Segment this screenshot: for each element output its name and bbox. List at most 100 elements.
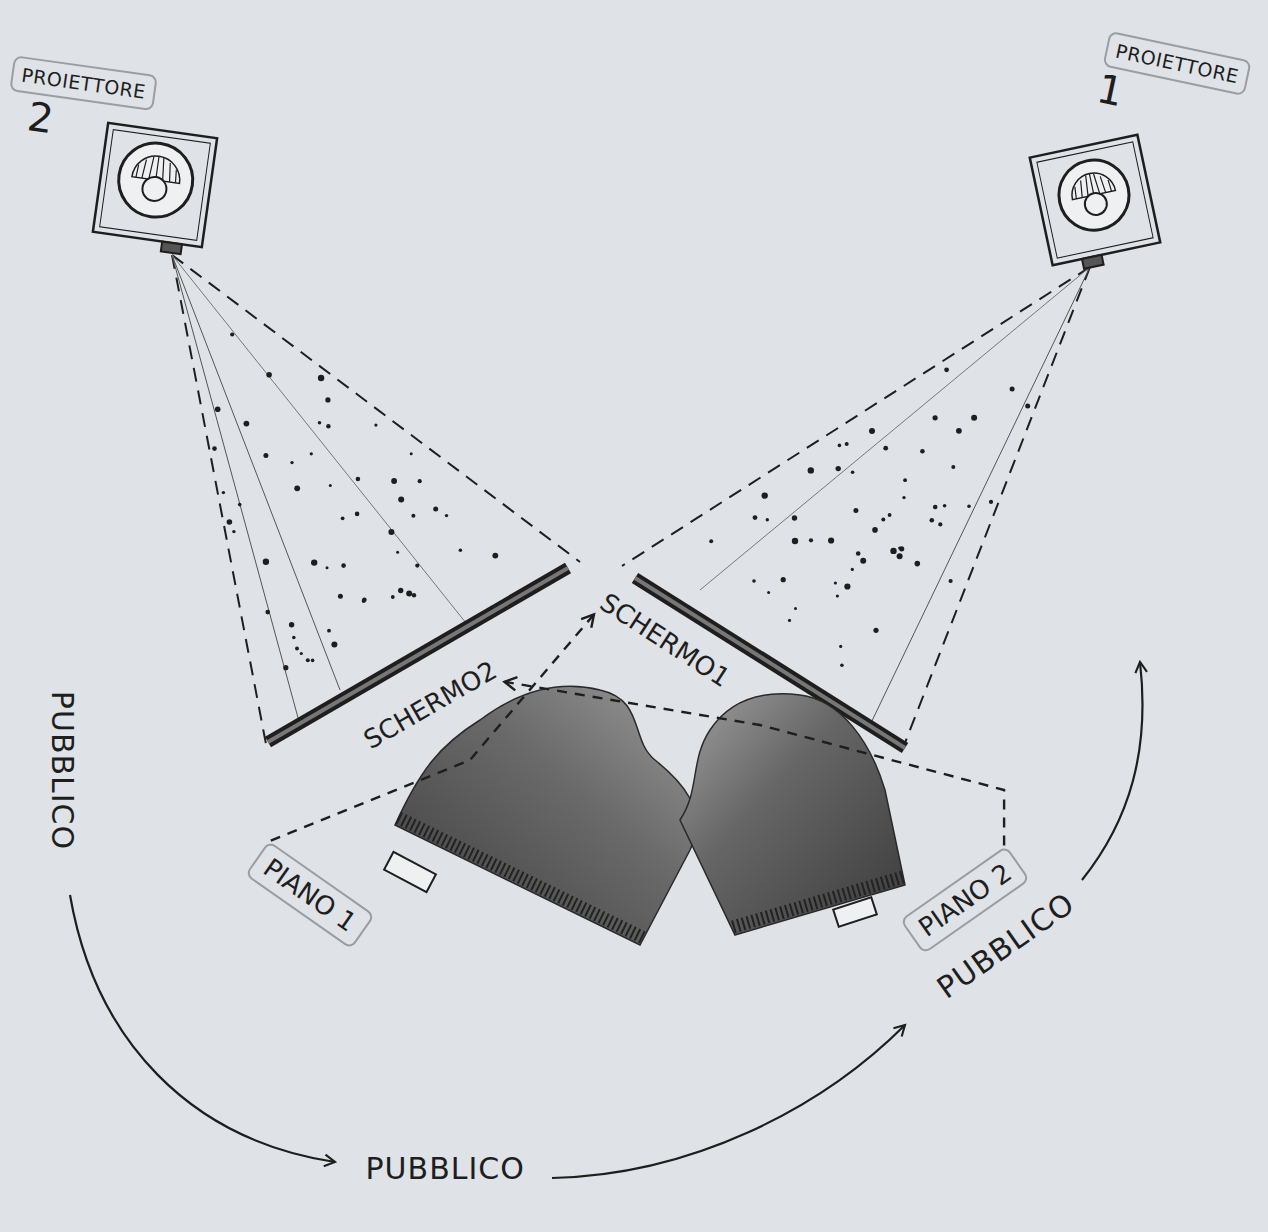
- beam-dot: [329, 484, 332, 487]
- beam-dot: [362, 597, 367, 602]
- beam-dot: [915, 561, 921, 567]
- beam-dot: [294, 485, 300, 491]
- beam-dot: [263, 559, 269, 565]
- beam-dot: [331, 642, 337, 648]
- beam-dot: [897, 553, 903, 559]
- beam-dot: [762, 492, 768, 498]
- piano-symbol: [680, 694, 905, 935]
- beam-dot: [809, 538, 813, 542]
- beam-dot: [792, 538, 798, 544]
- beam-dot: [949, 579, 953, 583]
- beam-dot: [767, 591, 770, 594]
- beam-line: [172, 255, 470, 628]
- beam-dot: [318, 421, 322, 425]
- audience-label: PUBBLICO: [366, 1151, 525, 1186]
- beam-dot: [860, 558, 866, 564]
- beam-dot: [853, 508, 858, 513]
- beam-dot: [311, 659, 315, 663]
- audience-arrow: [1082, 662, 1143, 880]
- beam-dot: [933, 505, 938, 510]
- beam-dot: [869, 428, 875, 434]
- beam-dot: [1025, 404, 1030, 409]
- beam-dot: [263, 453, 268, 458]
- beam-dot: [888, 513, 892, 517]
- beam-dot: [839, 645, 842, 648]
- beam-dot: [851, 470, 855, 474]
- signal-path: [505, 682, 1005, 846]
- beam-dot: [828, 537, 834, 543]
- beam-edge: [172, 255, 580, 562]
- beam-dot: [341, 563, 346, 568]
- beam-dot: [752, 579, 756, 583]
- projector-symbol: [1030, 135, 1163, 275]
- beam-dot: [872, 527, 878, 533]
- beam-dot: [396, 551, 399, 554]
- beam-dot: [794, 607, 797, 610]
- beam-line: [172, 255, 300, 725]
- beam-dot: [873, 628, 878, 633]
- signal-path: [271, 614, 594, 840]
- projector-beams: [172, 255, 1090, 748]
- beam-dot: [930, 518, 935, 523]
- beam-dot: [412, 593, 416, 597]
- beam-dot: [341, 516, 345, 520]
- beam-dot: [391, 595, 395, 599]
- beam-dot: [845, 442, 849, 446]
- beam-dot: [836, 594, 839, 597]
- piano-bench: [833, 897, 877, 926]
- beam-dot: [406, 591, 412, 597]
- beam-dot: [933, 415, 938, 420]
- beam-dot: [232, 530, 235, 533]
- beam-dot: [792, 515, 797, 520]
- beam-dot: [338, 594, 343, 599]
- beam-dot: [292, 636, 296, 640]
- beam-dot: [943, 504, 947, 508]
- audience-arrows: [70, 662, 1143, 1178]
- beam-dot: [838, 444, 842, 448]
- beam-dot: [433, 507, 438, 512]
- beam-dot: [356, 477, 361, 482]
- beam-dot: [266, 372, 272, 378]
- beam-dot: [310, 452, 313, 455]
- beam-dot: [300, 652, 303, 655]
- projector-label: PROIETTORE1: [1093, 31, 1252, 139]
- beam-dot: [295, 647, 299, 651]
- screen-name: SCHERMO1: [592, 584, 738, 695]
- beam-dot: [903, 478, 907, 482]
- beam-dot: [244, 421, 250, 427]
- beam-dot: [944, 367, 949, 372]
- beam-dot: [445, 514, 448, 517]
- piano-symbol: [395, 686, 697, 945]
- beam-dot: [938, 522, 942, 526]
- beam-dot: [956, 428, 962, 434]
- beam-dot: [374, 424, 377, 427]
- beam-dot: [951, 465, 955, 469]
- beam-dot: [418, 479, 422, 483]
- beam-dot: [391, 478, 397, 484]
- beam-dot: [788, 619, 791, 622]
- beam-dot: [398, 497, 404, 503]
- beam-dot: [836, 466, 841, 471]
- beam-dot: [851, 568, 854, 571]
- beam-dot: [920, 449, 925, 454]
- projector-symbol: [91, 123, 217, 257]
- beam-dot: [753, 515, 758, 520]
- projector-label: PROIETTORE2: [3, 55, 158, 154]
- beam-dot: [766, 518, 769, 521]
- beam-dot: [265, 610, 270, 615]
- piano-name: PIANO 1: [245, 841, 375, 950]
- beam-dot: [238, 503, 242, 507]
- beam-dot: [306, 658, 310, 662]
- beam-edge: [622, 267, 1090, 566]
- beam-dot: [326, 566, 329, 569]
- beam-dot: [215, 407, 221, 413]
- beam-dot: [283, 665, 288, 670]
- beam-dot: [326, 424, 330, 428]
- screen-label: SCHERMO1: [592, 584, 738, 695]
- beam-dot: [327, 629, 331, 633]
- beam-dot: [856, 551, 861, 556]
- beam-dot: [222, 491, 225, 494]
- beam-line: [172, 255, 340, 690]
- beam-dot: [227, 519, 233, 525]
- piano-bench: [384, 852, 436, 892]
